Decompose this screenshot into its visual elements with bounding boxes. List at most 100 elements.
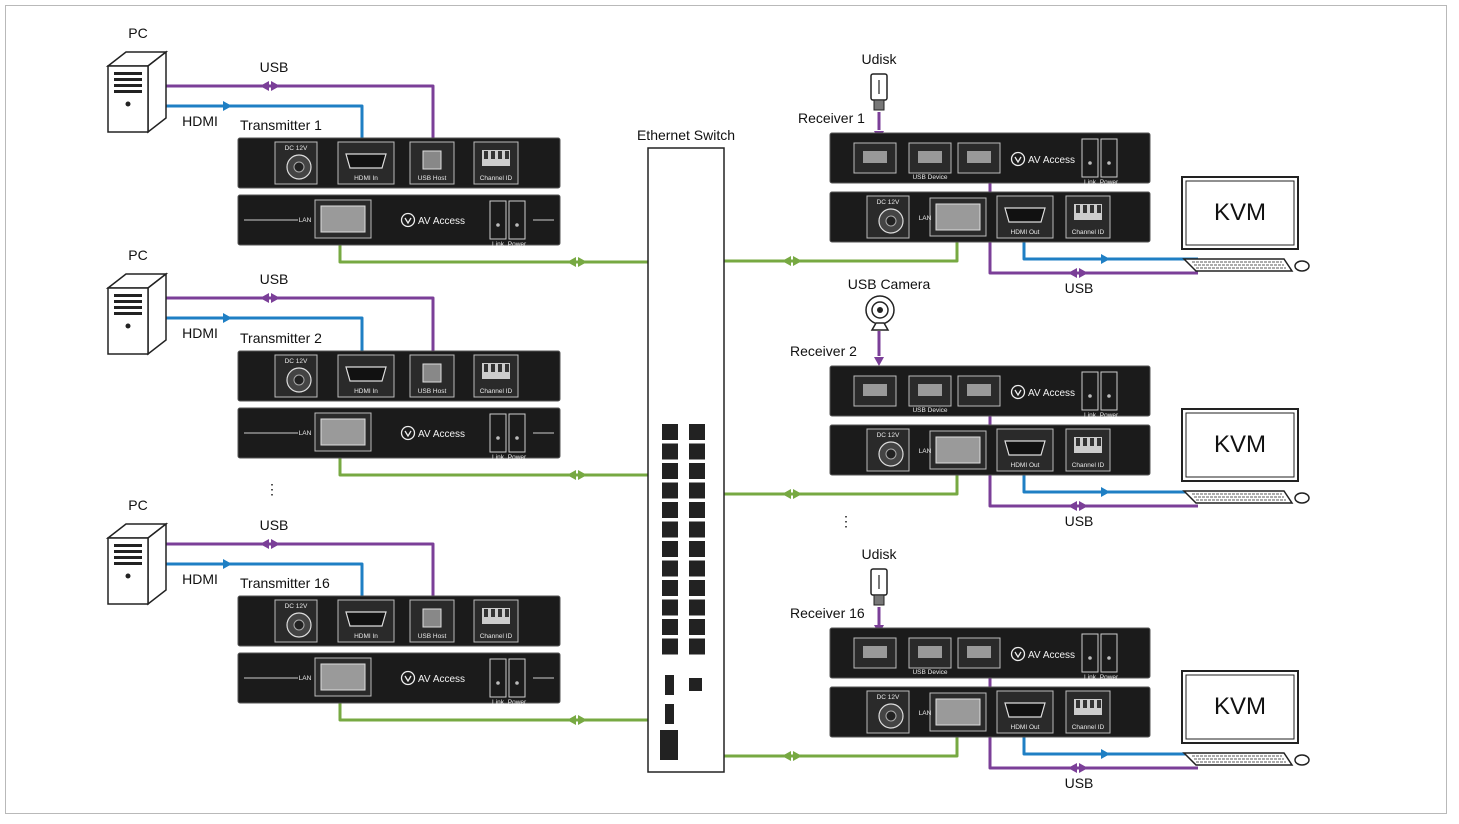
hdmi-in-port-label: HDMI In: [354, 175, 378, 182]
dip-lever: [1090, 205, 1094, 213]
power-led-frame: [1100, 371, 1118, 411]
hdmi-label: HDMI: [182, 571, 218, 587]
lan-arrow-right: [793, 256, 802, 266]
usb-host-socket: [422, 608, 442, 628]
pc-drive-bay: [114, 90, 142, 93]
switch-sfp-port: [665, 704, 674, 724]
pc-label-3: PC: [128, 497, 147, 513]
lan-arrow-right: [793, 489, 802, 499]
hdmi-arrow: [223, 101, 232, 111]
lan-label: LAN: [299, 430, 312, 437]
switch-port: [662, 502, 678, 518]
hdmi-label: HDMI: [182, 325, 218, 341]
pc-drive-bay: [114, 306, 142, 309]
udisk-label-1: Udisk: [861, 51, 897, 67]
pc-label-2: PC: [128, 247, 147, 263]
usb-device-label: USB Device: [912, 407, 947, 414]
hdmi-arrow: [223, 559, 232, 569]
usb-arrow-right: [271, 539, 280, 549]
hdmi-out-port-socket: [1004, 702, 1046, 718]
channel-id-label: Channel ID: [480, 388, 513, 395]
dip-lever: [1097, 438, 1101, 446]
mouse-icon: [1294, 754, 1310, 766]
link-led: [1088, 656, 1092, 660]
hdmi-out-port-label: HDMI Out: [1011, 462, 1040, 469]
lan-arrow-left: [782, 751, 791, 761]
kvm-screen: [1185, 412, 1295, 478]
udisk-label-2: Udisk: [861, 546, 897, 562]
link-label: Link: [492, 699, 505, 706]
dip-lever: [505, 364, 509, 372]
dip-lever: [491, 364, 495, 372]
power-label: Power: [1100, 412, 1119, 419]
ethernet-switch-label: Ethernet Switch: [637, 127, 735, 143]
link-led-frame: [1081, 138, 1099, 178]
usb-arrow-left: [260, 539, 269, 549]
lan-socket: [320, 418, 366, 446]
power-label: Power: [508, 241, 527, 248]
switch-port: [689, 463, 705, 479]
dip-switch: [482, 150, 510, 166]
hdmi-arrow: [1101, 487, 1110, 497]
link-led-frame: [1081, 371, 1099, 411]
hdmi-arrow: [223, 313, 232, 323]
pc-drive-bay: [114, 550, 142, 553]
usb-label: USB: [1065, 513, 1094, 529]
brand-logo: [400, 425, 416, 441]
hdmi-arrow: [1101, 254, 1110, 264]
hdmi-in-port-label: HDMI In: [354, 388, 378, 395]
dip-lever: [484, 364, 488, 372]
mouse-icon: [1294, 492, 1310, 504]
power-led: [1107, 161, 1111, 165]
power-led: [515, 681, 519, 685]
usb-label: USB: [260, 271, 289, 287]
kvm-screen: [1185, 674, 1295, 740]
dip-lever: [505, 151, 509, 159]
dc-label: DC 12V: [877, 199, 900, 206]
switch-port: [662, 482, 678, 499]
usb-arrow-right: [1079, 268, 1088, 278]
power-led: [1107, 656, 1111, 660]
pc-power-button: [125, 101, 131, 107]
power-label: Power: [1100, 179, 1119, 186]
lan-arrow-left: [567, 257, 576, 267]
switch-port: [689, 541, 705, 557]
usb-arrow-left: [1068, 763, 1077, 773]
pc-front: [107, 287, 149, 355]
link-label: Link: [1084, 179, 1097, 186]
usb-arrow: [874, 357, 884, 366]
hdmi-out-port-socket: [1004, 207, 1046, 223]
switch-port: [689, 443, 705, 460]
usb-device-label: USB Device: [912, 174, 947, 181]
lan-arrow-right: [578, 715, 587, 725]
diagram-frame: [5, 5, 1447, 814]
dip-lever: [505, 609, 509, 617]
link-label: Link: [492, 454, 505, 461]
usb-camera-label: USB Camera: [848, 276, 931, 292]
lan-arrow-right: [578, 257, 587, 267]
switch-port: [662, 521, 678, 538]
pc-icon: [105, 50, 169, 134]
brand-logo-v: [404, 430, 412, 438]
dip-lever: [1076, 438, 1080, 446]
transmitter-label-1: Transmitter 1: [240, 117, 322, 133]
power-led-frame: [1100, 633, 1118, 673]
lan-arrow-left: [567, 715, 576, 725]
switch-port: [689, 502, 705, 518]
channel-id-label: Channel ID: [480, 175, 513, 182]
usb-socket-b: [918, 384, 942, 396]
switch-port: [689, 560, 705, 577]
switch-port: [689, 580, 705, 596]
usb-host-frame: [409, 354, 455, 398]
switch-port: [689, 521, 705, 538]
transmitter-label-3: Transmitter 16: [240, 575, 330, 591]
usb-socket-a: [863, 646, 887, 658]
transmitter-ellipsis: ⋮: [265, 481, 279, 497]
usb-socket-b: [918, 646, 942, 658]
dc-jack-pin: [293, 161, 305, 173]
power-led: [515, 436, 519, 440]
ethernet-switch: [647, 147, 725, 773]
dc-jack-pin: [293, 619, 305, 631]
power-led-frame: [508, 413, 526, 453]
link-led-frame: [1081, 633, 1099, 673]
